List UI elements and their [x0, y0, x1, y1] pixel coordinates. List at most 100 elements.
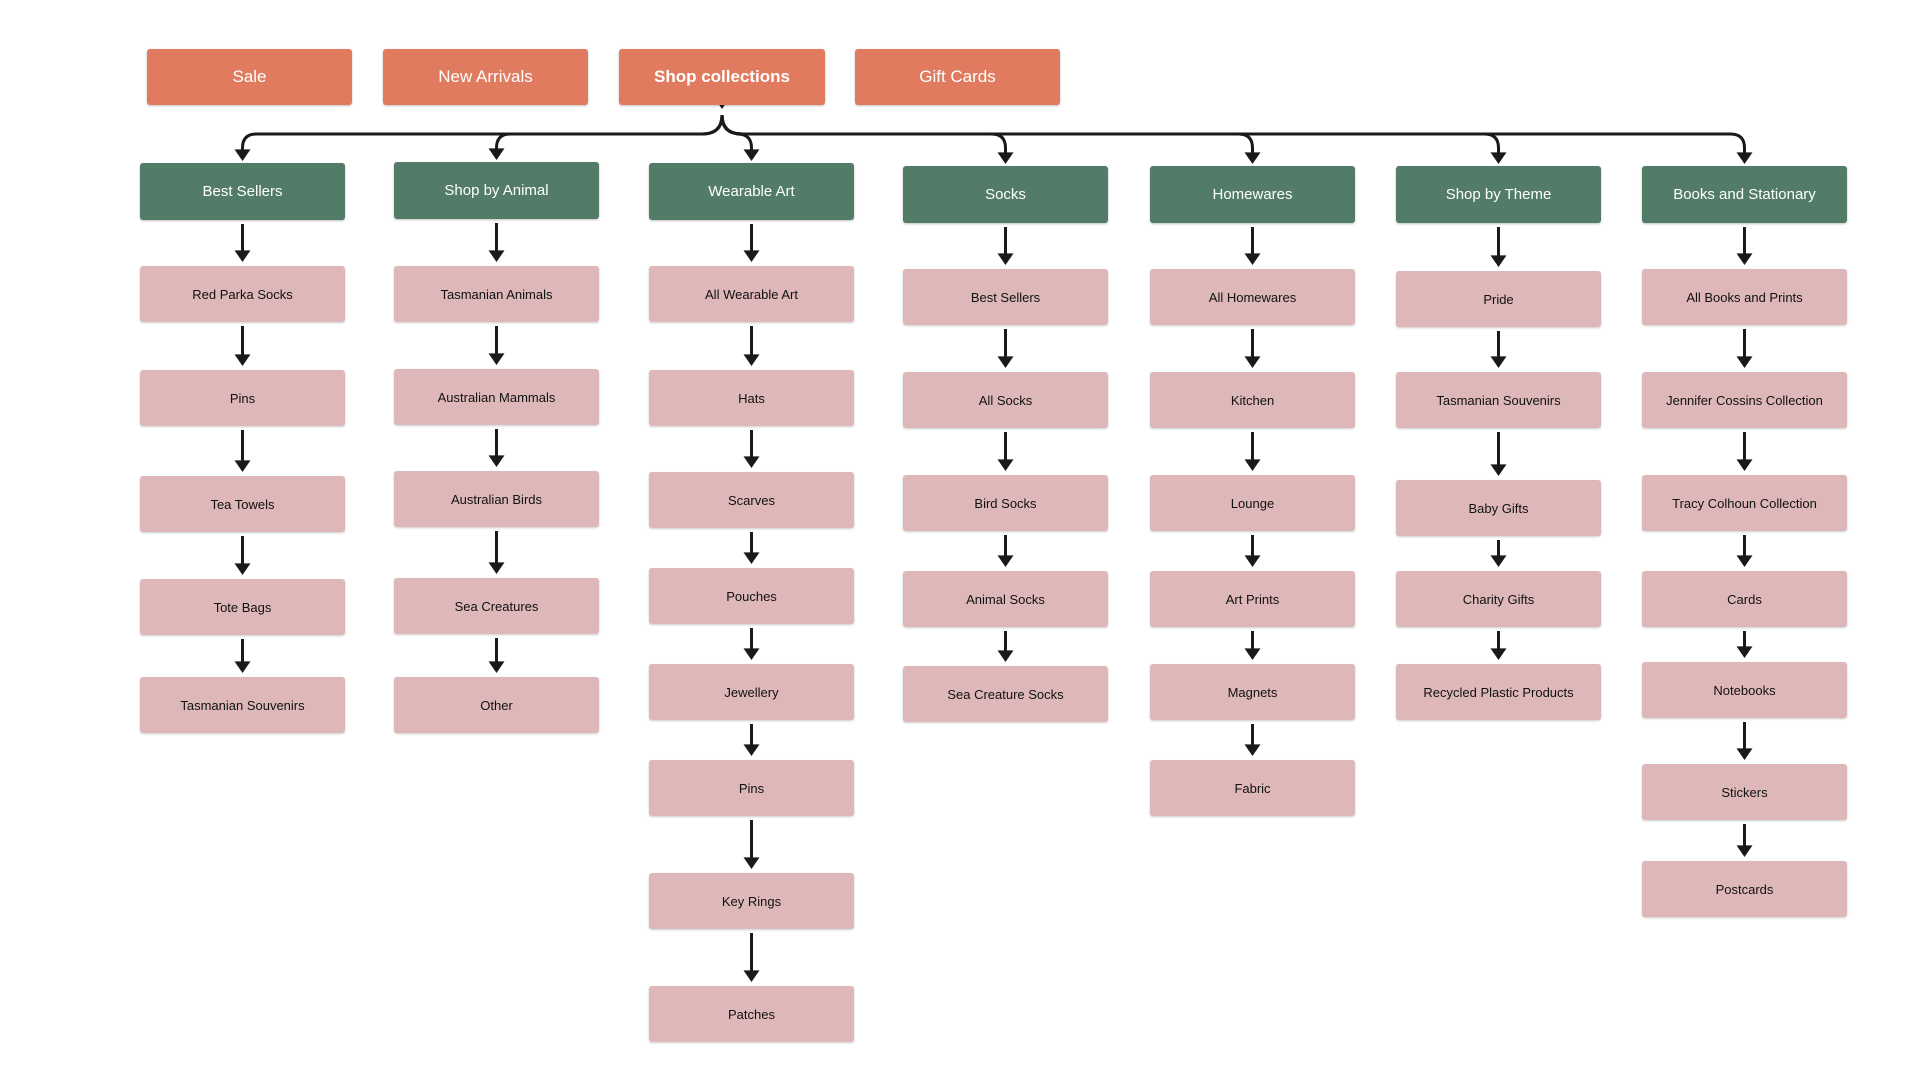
subcategory-all-socks[interactable]: All Socks — [903, 372, 1108, 428]
subcategory-tasmanian-souvenirs[interactable]: Tasmanian Souvenirs — [1396, 372, 1601, 428]
subcategory-all-books-and-prints[interactable]: All Books and Prints — [1642, 269, 1847, 325]
subcategory-stickers-label: Stickers — [1721, 784, 1768, 800]
subcategory-patches[interactable]: Patches — [649, 986, 854, 1042]
connector-arrow-head — [997, 650, 1014, 662]
subcategory-lounge[interactable]: Lounge — [1150, 475, 1355, 531]
subcategory-hats-label: Hats — [738, 390, 765, 406]
connector-arrow-head — [488, 562, 505, 574]
subcategory-baby-gifts-label: Baby Gifts — [1468, 500, 1529, 516]
connector-arrow-head — [1490, 356, 1507, 368]
nav-button-new-arrivals-label: New Arrivals — [438, 67, 533, 86]
category-header-wearable-art-label: Wearable Art — [708, 183, 795, 200]
subcategory-charity-gifts[interactable]: Charity Gifts — [1396, 571, 1601, 627]
subcategory-bird-socks[interactable]: Bird Socks — [903, 475, 1108, 531]
category-header-best-sellers-label: Best Sellers — [202, 183, 283, 200]
connector-arrow-head — [488, 661, 505, 673]
subcategory-pins-label: Pins — [229, 390, 256, 406]
branch-arrow-head — [1736, 152, 1753, 164]
subcategory-tea-towels-label: Tea Towels — [210, 496, 275, 512]
subcategory-tracy-colhoun-collection[interactable]: Tracy Colhoun Collection — [1642, 475, 1847, 531]
subcategory-tasmanian-animals[interactable]: Tasmanian Animals — [394, 266, 599, 322]
category-header-books-and-stationary[interactable]: Books and Stationary — [1642, 166, 1847, 223]
subcategory-pouches[interactable]: Pouches — [649, 568, 854, 624]
subcategory-baby-gifts[interactable]: Baby Gifts — [1396, 480, 1601, 536]
connector-arrow-head — [1490, 464, 1507, 476]
connector-arrow-head — [743, 970, 760, 982]
subcategory-kitchen[interactable]: Kitchen — [1150, 372, 1355, 428]
nav-button-sale[interactable]: Sale — [147, 49, 352, 105]
category-header-shop-by-theme[interactable]: Shop by Theme — [1396, 166, 1601, 223]
subcategory-patches-label: Patches — [728, 1006, 775, 1022]
subcategory-other[interactable]: Other — [394, 677, 599, 733]
nav-button-gift-cards[interactable]: Gift Cards — [855, 49, 1060, 105]
subcategory-cards-label: Cards — [1727, 591, 1762, 607]
subcategory-fabric-label: Fabric — [1234, 780, 1271, 796]
subcategory-animal-socks[interactable]: Animal Socks — [903, 571, 1108, 627]
subcategory-art-prints-label: Art Prints — [1225, 591, 1280, 607]
subcategory-all-wearable-art[interactable]: All Wearable Art — [649, 266, 854, 322]
category-header-wearable-art[interactable]: Wearable Art — [649, 163, 854, 220]
subcategory-pride-label: Pride — [1483, 291, 1514, 307]
branch-arrow-head — [1244, 152, 1261, 164]
nav-button-shop-collections[interactable]: Shop collections — [619, 49, 825, 105]
subcategory-recycled-plastic-products[interactable]: Recycled Plastic Products — [1396, 664, 1601, 720]
category-header-homewares-label: Homewares — [1212, 186, 1293, 203]
category-header-homewares[interactable]: Homewares — [1150, 166, 1355, 223]
subcategory-pins-label: Pins — [738, 780, 765, 796]
connector-arrow-head — [1244, 744, 1261, 756]
subcategory-sea-creature-socks[interactable]: Sea Creature Socks — [903, 666, 1108, 722]
connector-arrow-head — [234, 250, 251, 262]
subcategory-pins[interactable]: Pins — [649, 760, 854, 816]
category-header-shop-by-animal[interactable]: Shop by Animal — [394, 162, 599, 219]
subcategory-pride[interactable]: Pride — [1396, 271, 1601, 327]
subcategory-art-prints[interactable]: Art Prints — [1150, 571, 1355, 627]
subcategory-sea-creature-socks-label: Sea Creature Socks — [947, 686, 1064, 702]
subcategory-all-homewares[interactable]: All Homewares — [1150, 269, 1355, 325]
subcategory-postcards[interactable]: Postcards — [1642, 861, 1847, 917]
subcategory-jewellery[interactable]: Jewellery — [649, 664, 854, 720]
category-header-socks[interactable]: Socks — [903, 166, 1108, 223]
subcategory-jennifer-cossins-collection[interactable]: Jennifer Cossins Collection — [1642, 372, 1847, 428]
category-header-shop-by-animal-label: Shop by Animal — [444, 182, 549, 199]
subcategory-fabric[interactable]: Fabric — [1150, 760, 1355, 816]
connector-arrow-head — [997, 459, 1014, 471]
connector-arrow-head — [234, 661, 251, 673]
subcategory-tote-bags-label: Tote Bags — [213, 599, 272, 615]
subcategory-best-sellers[interactable]: Best Sellers — [903, 269, 1108, 325]
connector-arrow-head — [1490, 255, 1507, 267]
subcategory-australian-mammals[interactable]: Australian Mammals — [394, 369, 599, 425]
connector-arrow-head — [743, 354, 760, 366]
subcategory-tracy-colhoun-collection-label: Tracy Colhoun Collection — [1672, 495, 1817, 511]
subcategory-magnets[interactable]: Magnets — [1150, 664, 1355, 720]
category-header-best-sellers[interactable]: Best Sellers — [140, 163, 345, 220]
subcategory-jewellery-label: Jewellery — [724, 684, 779, 700]
subcategory-australian-birds[interactable]: Australian Birds — [394, 471, 599, 527]
category-header-books-and-stationary-label: Books and Stationary — [1673, 186, 1816, 203]
subcategory-cards[interactable]: Cards — [1642, 571, 1847, 627]
connector-arrow-head — [743, 857, 760, 869]
subcategory-tasmanian-souvenirs[interactable]: Tasmanian Souvenirs — [140, 677, 345, 733]
connector-arrow-head — [997, 555, 1014, 567]
subcategory-pouches-label: Pouches — [726, 588, 777, 604]
subcategory-key-rings[interactable]: Key Rings — [649, 873, 854, 929]
subcategory-stickers[interactable]: Stickers — [1642, 764, 1847, 820]
branch-arrow-head — [488, 148, 505, 160]
connector-arrow-head — [1244, 356, 1261, 368]
subcategory-notebooks[interactable]: Notebooks — [1642, 662, 1847, 718]
subcategory-sea-creatures[interactable]: Sea Creatures — [394, 578, 599, 634]
connector-arrow-head — [1736, 459, 1753, 471]
subcategory-red-parka-socks[interactable]: Red Parka Socks — [140, 266, 345, 322]
subcategory-scarves[interactable]: Scarves — [649, 472, 854, 528]
category-header-shop-by-theme-label: Shop by Theme — [1445, 186, 1552, 203]
nav-button-gift-cards-label: Gift Cards — [919, 67, 996, 86]
subcategory-tote-bags[interactable]: Tote Bags — [140, 579, 345, 635]
subcategory-tea-towels[interactable]: Tea Towels — [140, 476, 345, 532]
subcategory-hats[interactable]: Hats — [649, 370, 854, 426]
branch-connector-homewares — [720, 114, 1254, 156]
subcategory-postcards-label: Postcards — [1715, 881, 1774, 897]
subcategory-scarves-label: Scarves — [728, 492, 775, 508]
subcategory-pins[interactable]: Pins — [140, 370, 345, 426]
nav-button-new-arrivals[interactable]: New Arrivals — [383, 49, 588, 105]
category-header-socks-label: Socks — [985, 186, 1026, 203]
